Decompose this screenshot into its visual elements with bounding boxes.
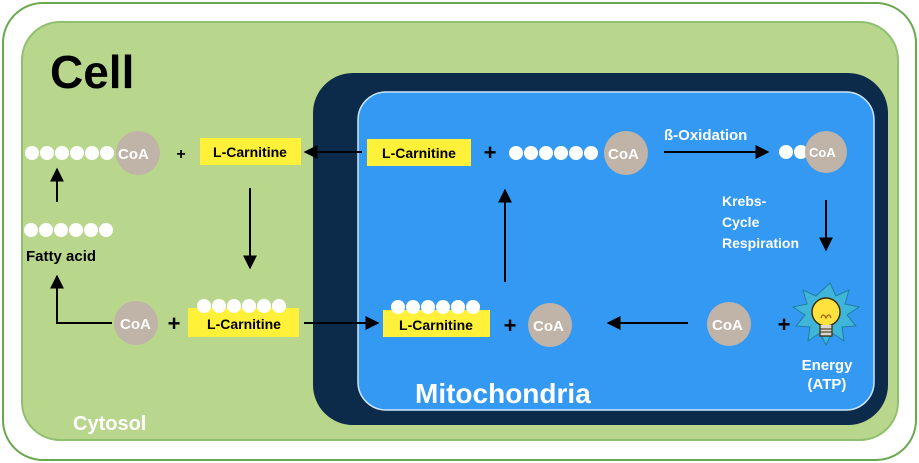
l-carnitine-box-bottom-mito bbox=[383, 310, 490, 337]
plus-sign-bottom-mito: + bbox=[504, 313, 517, 338]
coa-label-bottom-mito: CoA bbox=[533, 318, 564, 335]
coa-circle-krebs bbox=[707, 302, 751, 346]
krebs-cycle-label-line1: Krebs- bbox=[722, 193, 767, 209]
fatty-acyl-chain-shortened bbox=[779, 145, 808, 159]
fatty-acyl-chain-bottom-mito bbox=[391, 300, 480, 314]
coa-label-bottom-left: CoA bbox=[120, 316, 151, 333]
beta-oxidation-label: ß-Oxidation bbox=[664, 127, 747, 144]
coa-label-beta: CoA bbox=[809, 145, 836, 160]
plus-sign-top-left: + bbox=[176, 146, 185, 163]
coa-circle-bottom-left bbox=[114, 301, 158, 345]
fatty-acid-label: Fatty acid bbox=[26, 248, 96, 265]
l-carnitine-box-top-mito bbox=[367, 139, 471, 166]
fatty-acyl-chain-top-left bbox=[25, 146, 114, 160]
plus-sign-top-mito: + bbox=[484, 140, 497, 165]
l-carnitine-label-bottom-mito: L-Carnitine bbox=[399, 317, 473, 333]
krebs-cycle-label-line2: Cycle bbox=[722, 214, 760, 230]
coa-circle-bottom-mito bbox=[528, 303, 572, 347]
coa-label-top-left: CoA bbox=[118, 146, 149, 163]
l-carnitine-label-bottom-left: L-Carnitine bbox=[207, 316, 281, 332]
l-carnitine-box-top-left bbox=[200, 138, 301, 165]
coa-circle-beta bbox=[805, 131, 847, 173]
mitochondria-label: Mitochondria bbox=[415, 378, 591, 409]
fatty-acyl-chain-bottom-left bbox=[197, 299, 286, 313]
coa-label-top-mito: CoA bbox=[608, 146, 639, 163]
l-carnitine-label-top-left: L-Carnitine bbox=[213, 144, 287, 160]
krebs-cycle-label-line3: Respiration bbox=[722, 235, 799, 251]
coa-circle-top-left bbox=[116, 131, 160, 175]
cytosol-label: Cytosol bbox=[73, 413, 146, 435]
lightbulb-icon bbox=[791, 282, 861, 347]
coa-circle-top-mito bbox=[604, 131, 648, 175]
plus-sign-energy: + bbox=[778, 312, 791, 337]
arrow-coa-to-fatty-acid bbox=[50, 274, 112, 324]
fatty-acyl-chain-top-mito bbox=[509, 146, 598, 160]
energy-label-line2: (ATP) bbox=[808, 376, 847, 393]
l-carnitine-label-top-mito: L-Carnitine bbox=[382, 145, 456, 161]
plus-sign-bottom-left: + bbox=[168, 311, 181, 336]
cell-title: Cell bbox=[50, 46, 134, 98]
fatty-acid-chain bbox=[24, 223, 113, 237]
coa-label-krebs: CoA bbox=[712, 317, 743, 334]
energy-label-line1: Energy bbox=[802, 357, 854, 374]
